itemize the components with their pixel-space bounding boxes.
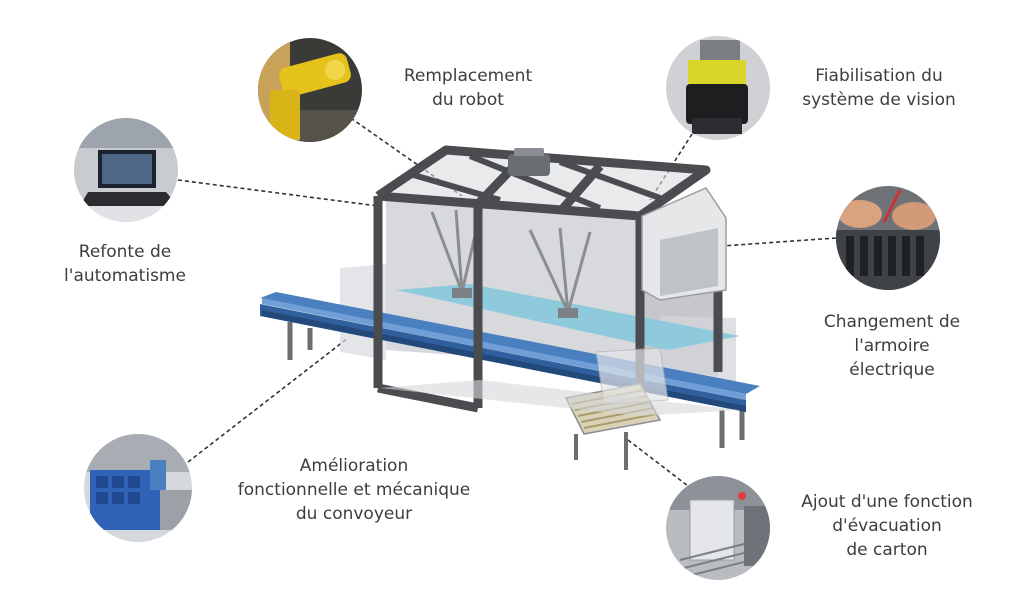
label-vision-system: Fiabilisation du système de vision bbox=[784, 64, 974, 112]
label-line: Refonte de bbox=[78, 242, 172, 262]
label-automation-rework: Refonte de l'automatisme bbox=[40, 240, 210, 288]
label-conveyor-improvement: Amélioration fonctionnelle et mécanique … bbox=[222, 454, 486, 526]
leader-line-conveyor bbox=[187, 337, 349, 463]
robot-photo bbox=[258, 38, 362, 142]
label-line: l'armoire bbox=[854, 336, 930, 356]
carton-evacuation-photo bbox=[666, 476, 770, 580]
delta-robots bbox=[430, 209, 592, 313]
electrical-cabinet bbox=[641, 187, 727, 301]
label-robot-replacement: Remplacement du robot bbox=[388, 64, 548, 112]
label-line: Ajout d'une fonction bbox=[801, 492, 973, 512]
label-carton-evacuation: Ajout d'une fonction d'évacuation de car… bbox=[780, 490, 994, 562]
label-line: du convoyeur bbox=[295, 504, 413, 524]
electrical-wiring-photo bbox=[836, 186, 940, 290]
label-line: électrique bbox=[849, 360, 935, 380]
leader-line-automation bbox=[177, 179, 379, 207]
top-motor bbox=[508, 148, 550, 176]
label-line: système de vision bbox=[802, 90, 956, 110]
machine-base bbox=[380, 380, 740, 416]
label-line: Fiabilisation du bbox=[815, 66, 943, 86]
label-line: d'évacuation bbox=[832, 516, 942, 536]
label-line: fonctionnelle et mécanique bbox=[237, 480, 471, 500]
packaging-machine bbox=[260, 145, 760, 470]
conveyor-photo bbox=[84, 434, 192, 542]
leader-line-cabinet bbox=[721, 237, 837, 247]
laptop-photo bbox=[74, 118, 178, 222]
vision-camera-photo bbox=[666, 36, 770, 140]
steel-frame bbox=[373, 145, 723, 416]
label-line: Remplacement bbox=[403, 66, 533, 86]
leader-line-carton bbox=[627, 439, 689, 487]
frame-trusses bbox=[409, 153, 662, 211]
label-line: Changement de bbox=[823, 312, 961, 332]
robot-gripper-right bbox=[558, 308, 578, 318]
label-line: de carton bbox=[846, 540, 928, 560]
label-line: l'automatisme bbox=[64, 266, 186, 286]
robot-gripper-left bbox=[452, 288, 472, 298]
label-line: du robot bbox=[432, 90, 504, 110]
label-electrical-cabinet: Changement de l'armoire électrique bbox=[802, 310, 982, 382]
label-line: Amélioration bbox=[299, 456, 409, 476]
